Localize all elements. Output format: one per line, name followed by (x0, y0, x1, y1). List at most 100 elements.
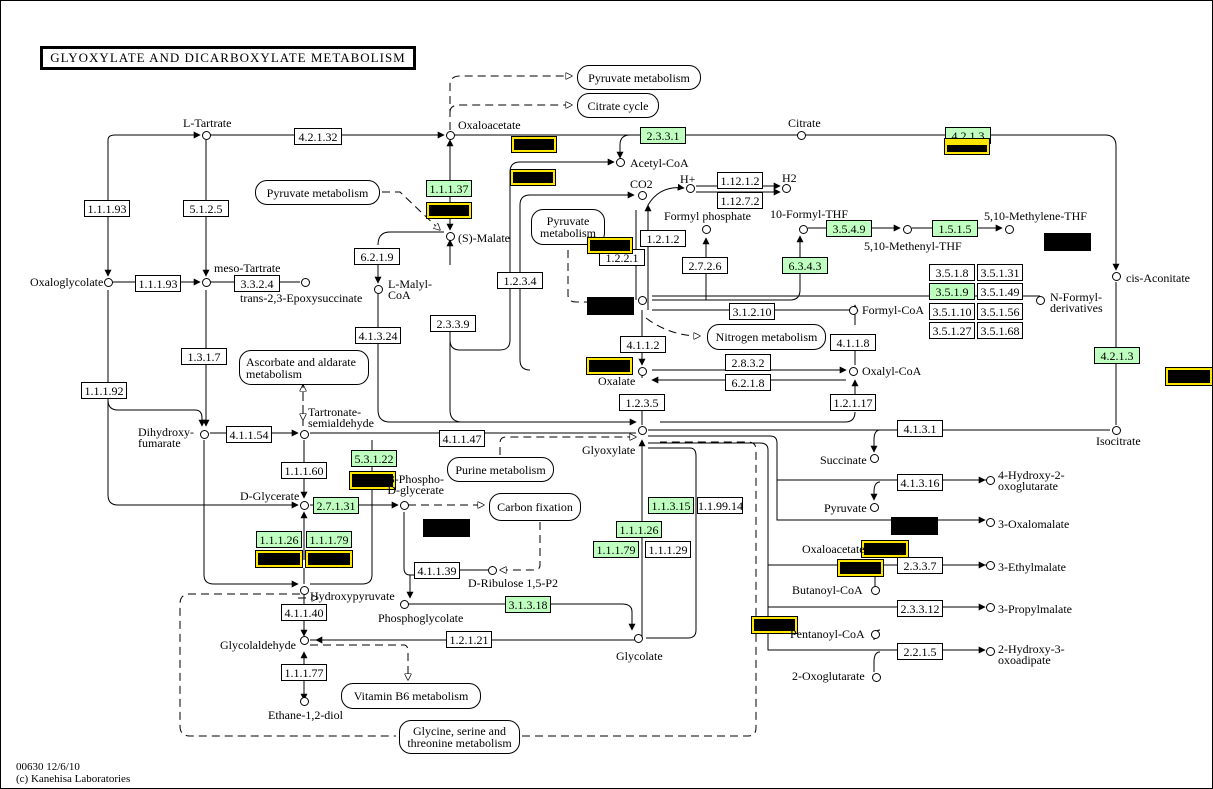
compound-glycolaldehyde[interactable] (300, 636, 309, 645)
enzyme-2-3-3-7[interactable]: 2.3.3.7 (897, 557, 943, 574)
enzyme-3-5-1-9[interactable]: 3.5.1.9 (929, 283, 975, 300)
enzyme-2-2-1-5[interactable]: 2.2.1.5 (897, 643, 943, 660)
enzyme-3-5-1-68[interactable]: 3.5.1.68 (977, 322, 1023, 339)
compound-citrate[interactable] (797, 131, 806, 140)
enzyme-4-1-3-24[interactable]: 4.1.3.24 (355, 327, 401, 344)
enzyme-1-1-99-14[interactable]: 1.1.99.14 (697, 497, 743, 514)
enzyme-1-1-1-26[interactable]: 1.1.1.26 (616, 521, 662, 538)
enzyme-3-1-3-18[interactable]: 3.1.3.18 (505, 596, 551, 613)
enzyme-1-1-1-60[interactable]: 1.1.1.60 (281, 462, 327, 479)
compound-h2[interactable] (782, 184, 791, 193)
enzyme-4-2-1-32[interactable]: 4.2.1.32 (294, 128, 342, 145)
enzyme-3-5-1-10[interactable]: 3.5.1.10 (929, 303, 975, 320)
enzyme-4-1-1-2[interactable]: 4.1.1.2 (620, 336, 666, 353)
enzyme-2-3-3-9[interactable]: 2.3.3.9 (430, 315, 476, 332)
enzyme-3-5-1-49[interactable]: 3.5.1.49 (977, 283, 1023, 300)
enzyme-4-1-3-1[interactable]: 4.1.3.1 (897, 420, 943, 437)
compound-co2[interactable] (638, 191, 647, 200)
compound-pyruvate[interactable] (870, 503, 879, 512)
enzyme-1-1-1-93[interactable]: 1.1.1.93 (135, 275, 181, 292)
enzyme-4-1-1-39[interactable]: 4.1.1.39 (414, 562, 460, 579)
enzyme-6-3-4-3[interactable]: 6.3.4.3 (782, 257, 828, 274)
enzyme-5-3-1-22[interactable]: 5.3.1.22 (351, 450, 397, 467)
enzyme-1-1-3-15[interactable]: 1.1.3.15 (648, 497, 694, 514)
enzyme-3-1-2-10[interactable]: 3.1.2.10 (729, 303, 775, 320)
map-purine-metabolism[interactable]: Purine metabolism (447, 457, 554, 482)
enzyme-3-5-1-27[interactable]: 3.5.1.27 (929, 322, 975, 339)
map-glycine-serine-threonine[interactable]: Glycine, serine and threonine metabolism (399, 720, 520, 754)
compound-acetyl-coa[interactable] (616, 158, 625, 167)
enzyme-1-12-1-2[interactable]: 1.12.1.2 (717, 172, 763, 189)
enzyme-4-2-1-3[interactable]: 4.2.1.3 (1094, 347, 1140, 364)
compound-formyl-thf[interactable] (799, 225, 808, 234)
enzyme-3-5-1-56[interactable]: 3.5.1.56 (977, 303, 1023, 320)
compound-glyoxylate[interactable] (638, 426, 647, 435)
enzyme-6-2-1-9[interactable]: 6.2.1.9 (354, 248, 400, 265)
enzyme-1-1-1-26[interactable]: 1.1.1.26 (256, 531, 302, 548)
enzyme-4-1-3-16[interactable]: 4.1.3.16 (897, 474, 943, 491)
enzyme-3-3-2-4[interactable]: 3.3.2.4 (234, 275, 280, 292)
compound-ethanediol[interactable] (300, 697, 309, 706)
enzyme-1-1-1-29[interactable]: 1.1.1.29 (645, 541, 691, 558)
enzyme-6-2-1-8[interactable]: 6.2.1.8 (725, 374, 771, 391)
enzyme-3-5-4-9[interactable]: 3.5.4.9 (826, 220, 872, 237)
compound-meso-tartrate[interactable] (202, 278, 211, 287)
compound-tartronate[interactable] (300, 430, 309, 439)
enzyme-4-1-1-40[interactable]: 4.1.1.40 (281, 604, 327, 621)
compound-oxalate2[interactable] (638, 367, 647, 376)
map-citrate-cycle[interactable]: Citrate cycle (577, 93, 659, 118)
compound-oxalate[interactable] (638, 296, 647, 305)
map-vitamin-b6[interactable]: Vitamin B6 metabolism (341, 683, 481, 709)
compound-succinate[interactable] (870, 454, 879, 463)
enzyme-1-1-1-93[interactable]: 1.1.1.93 (84, 200, 130, 217)
compound-glycolate[interactable] (634, 634, 643, 643)
enzyme-1-2-1-2[interactable]: 1.2.1.2 (640, 230, 686, 247)
enzyme-1-2-3-4[interactable]: 1.2.3.4 (497, 272, 543, 289)
enzyme-1-2-2-1[interactable]: 1.2.2.1 (599, 249, 645, 266)
enzyme-1-1-1-79[interactable]: 1.1.1.79 (306, 531, 352, 548)
map-nitrogen-metabolism[interactable]: Nitrogen metabolism (707, 324, 826, 350)
enzyme-2-8-3-2[interactable]: 2.8.3.2 (725, 354, 771, 371)
compound-formyl-coa[interactable] (849, 306, 858, 315)
compound-methylene-thf[interactable] (1005, 225, 1014, 234)
enzyme-1-2-1-17[interactable]: 1.2.1.17 (830, 394, 876, 411)
compound-n-formyl[interactable] (1036, 296, 1045, 305)
compound-oxalyl-coa[interactable] (849, 367, 858, 376)
compound-phosphoglycerate[interactable] (400, 501, 409, 510)
enzyme-1-1-1-37[interactable]: 1.1.1.37 (426, 180, 472, 197)
enzyme-1-2-1-21[interactable]: 1.2.1.21 (446, 631, 492, 648)
enzyme-1-1-1-77[interactable]: 1.1.1.77 (281, 664, 327, 681)
enzyme-2-3-3-12[interactable]: 2.3.3.12 (897, 600, 943, 617)
compound-hydroxy-oxoglutarate[interactable] (986, 476, 995, 485)
compound-formyl-phosphate[interactable] (702, 225, 711, 234)
enzyme-1-1-1-92[interactable]: 1.1.1.92 (81, 382, 127, 399)
compound-propylmalate[interactable] (986, 603, 995, 612)
compound-oxaloacetate[interactable] (446, 131, 455, 140)
enzyme-1-1-1-79[interactable]: 1.1.1.79 (593, 541, 639, 558)
compound-phosphoglycolate[interactable] (400, 600, 409, 609)
enzyme-2-7-2-6[interactable]: 2.7.2.6 (682, 257, 728, 274)
enzyme-4-1-1-47[interactable]: 4.1.1.47 (439, 430, 485, 447)
enzyme-3-5-1-31[interactable]: 3.5.1.31 (977, 264, 1023, 281)
compound-s-malate[interactable] (446, 232, 455, 241)
enzyme-4-1-1-8[interactable]: 4.1.1.8 (830, 334, 876, 351)
compound-ethylmalate[interactable] (986, 561, 995, 570)
enzyme-1-12-7-2[interactable]: 1.12.7.2 (717, 192, 763, 209)
compound-h-plus[interactable] (686, 184, 695, 193)
map-pyruvate-metabolism-top[interactable]: Pyruvate metabolism (577, 65, 701, 90)
enzyme-5-1-2-5[interactable]: 5.1.2.5 (183, 200, 229, 217)
map-carbon-fixation[interactable]: Carbon fixation (489, 493, 581, 521)
compound-hydroxy-oxoadipate[interactable] (986, 647, 995, 656)
compound-methenyl-thf[interactable] (903, 225, 912, 234)
map-ascorbate-aldarate[interactable]: Ascorbate and aldarate metabolism (239, 350, 369, 385)
enzyme-4-1-1-54[interactable]: 4.1.1.54 (226, 426, 272, 443)
compound-oxoglutarate[interactable] (872, 673, 881, 682)
enzyme-2-7-1-31[interactable]: 2.7.1.31 (313, 497, 359, 514)
compound-oxaloglycolate[interactable] (104, 278, 113, 287)
enzyme-1-3-1-7[interactable]: 1.3.1.7 (181, 348, 227, 365)
compound-butanoyl-coa[interactable] (871, 586, 880, 595)
compound-d-glycerate[interactable] (300, 501, 309, 510)
compound-l-tartrate[interactable] (202, 131, 211, 140)
compound-l-malyl-coa[interactable] (374, 285, 383, 294)
enzyme-3-5-1-8[interactable]: 3.5.1.8 (929, 264, 975, 281)
